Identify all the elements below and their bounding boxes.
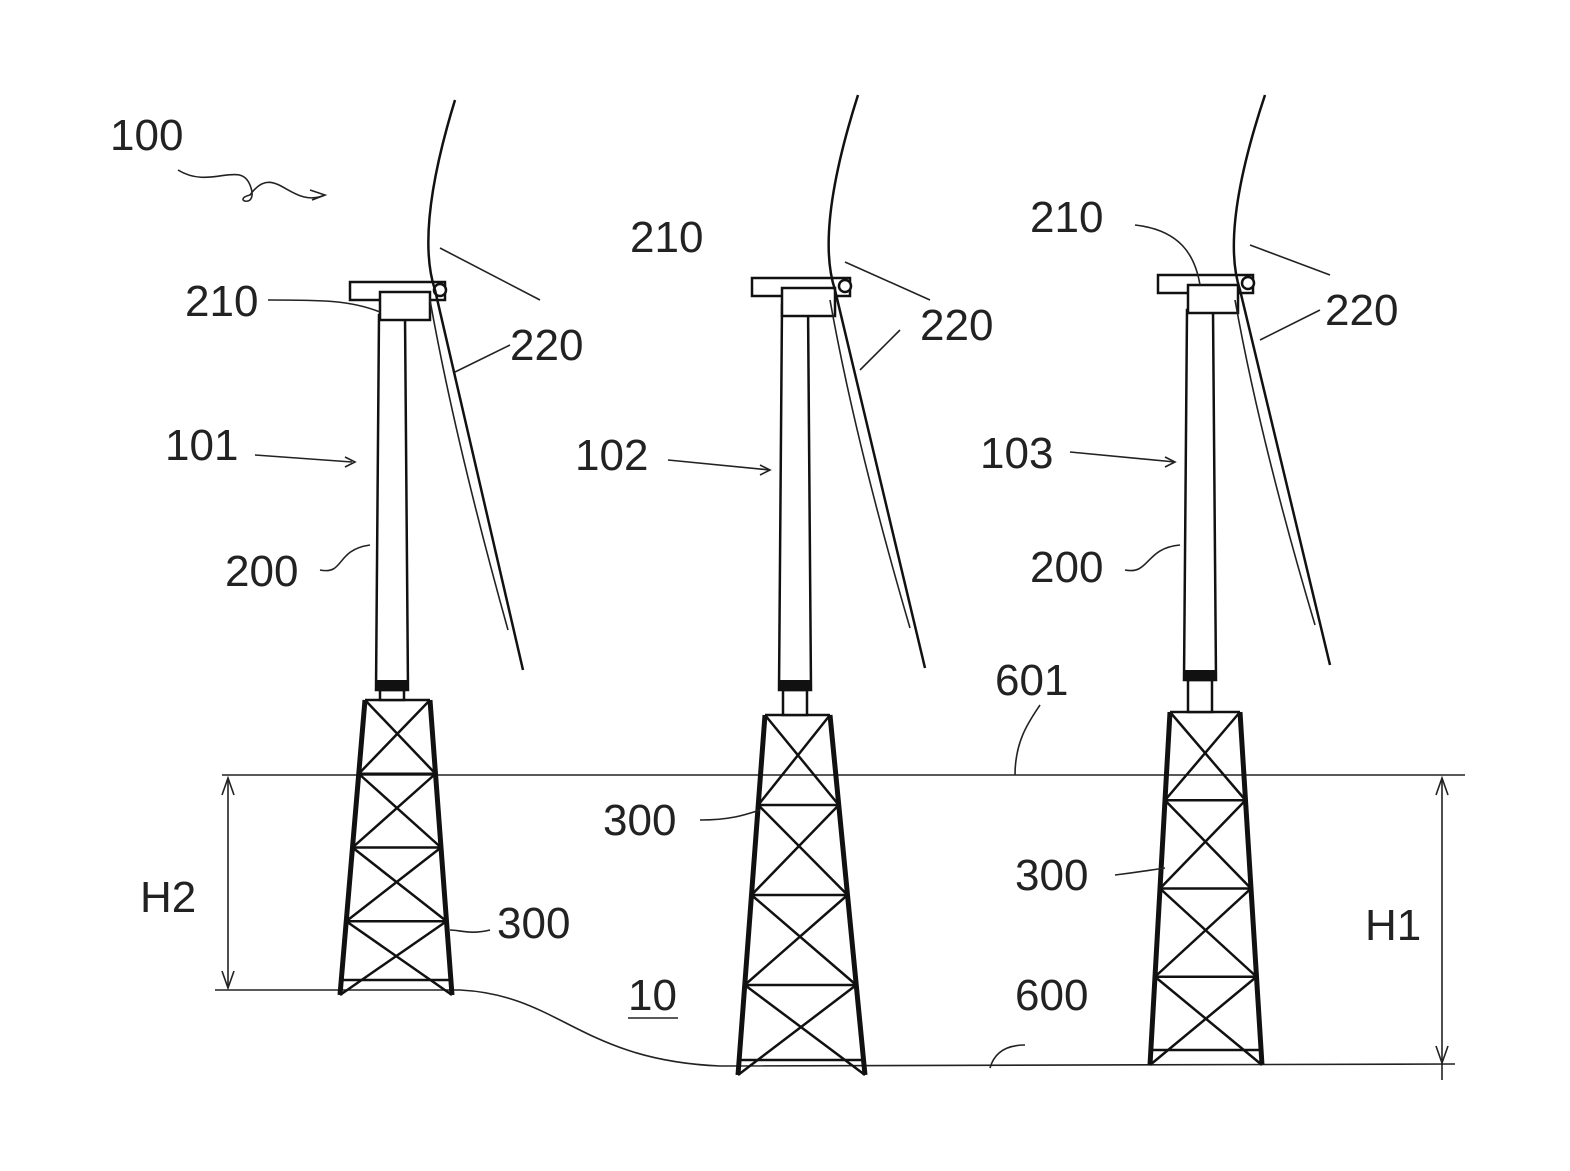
jacket-foundation: [340, 700, 452, 995]
label-nacelle-3: 210: [1030, 193, 1103, 242]
label-water: 10: [628, 971, 677, 1020]
rotor-blade-rear: [430, 300, 508, 630]
label-blade-3: 220: [1325, 286, 1398, 335]
wind-turbine-2: [738, 95, 925, 1075]
rotor-blade: [829, 95, 925, 668]
transition-piece: [380, 690, 404, 700]
rotor-blade-rear: [1235, 300, 1315, 625]
label-foundation-3: 300: [1015, 851, 1088, 900]
label-foundation-2: 300: [603, 796, 676, 845]
rotor-hub: [839, 280, 851, 292]
h1-dimension-arrow: [1436, 778, 1448, 1080]
label-turbine-1: 101: [165, 421, 238, 470]
label-blade-1: 220: [510, 321, 583, 370]
tower-base-flange: [779, 680, 811, 690]
rotor-blade-rear: [830, 300, 910, 628]
label-system: 100: [110, 111, 183, 160]
transition-piece: [1188, 680, 1212, 712]
transition-piece: [783, 690, 807, 715]
nacelle-housing: [380, 292, 430, 320]
label-blade-2: 220: [920, 301, 993, 350]
label-nacelle-1: 210: [185, 277, 258, 326]
tower: [779, 305, 811, 690]
nacelle-housing: [1188, 285, 1238, 313]
label-foundation-1: 300: [497, 899, 570, 948]
label-h1: H1: [1365, 901, 1421, 950]
rotor-blade: [1234, 95, 1330, 665]
label-h2: H2: [140, 873, 196, 922]
label-water-level: 601: [995, 656, 1068, 705]
rotor-hub: [1242, 277, 1254, 289]
nacelle-housing: [782, 288, 835, 316]
wind-turbine-1: [340, 100, 523, 995]
label-tower-1: 200: [225, 547, 298, 596]
label-nacelle-2: 210: [630, 213, 703, 262]
h2-dimension-arrow: [222, 778, 234, 988]
label-turbine-3: 103: [980, 429, 1053, 478]
tower-base-flange: [1184, 670, 1216, 680]
tower: [376, 315, 408, 690]
label-seabed: 600: [1015, 971, 1088, 1020]
jacket-foundation: [1150, 712, 1262, 1065]
rotor-blade: [428, 100, 523, 670]
label-turbine-2: 102: [575, 431, 648, 480]
label-tower-3: 200: [1030, 543, 1103, 592]
jacket-foundation: [738, 715, 865, 1075]
tower-base-flange: [376, 680, 408, 690]
tower: [1184, 310, 1216, 680]
